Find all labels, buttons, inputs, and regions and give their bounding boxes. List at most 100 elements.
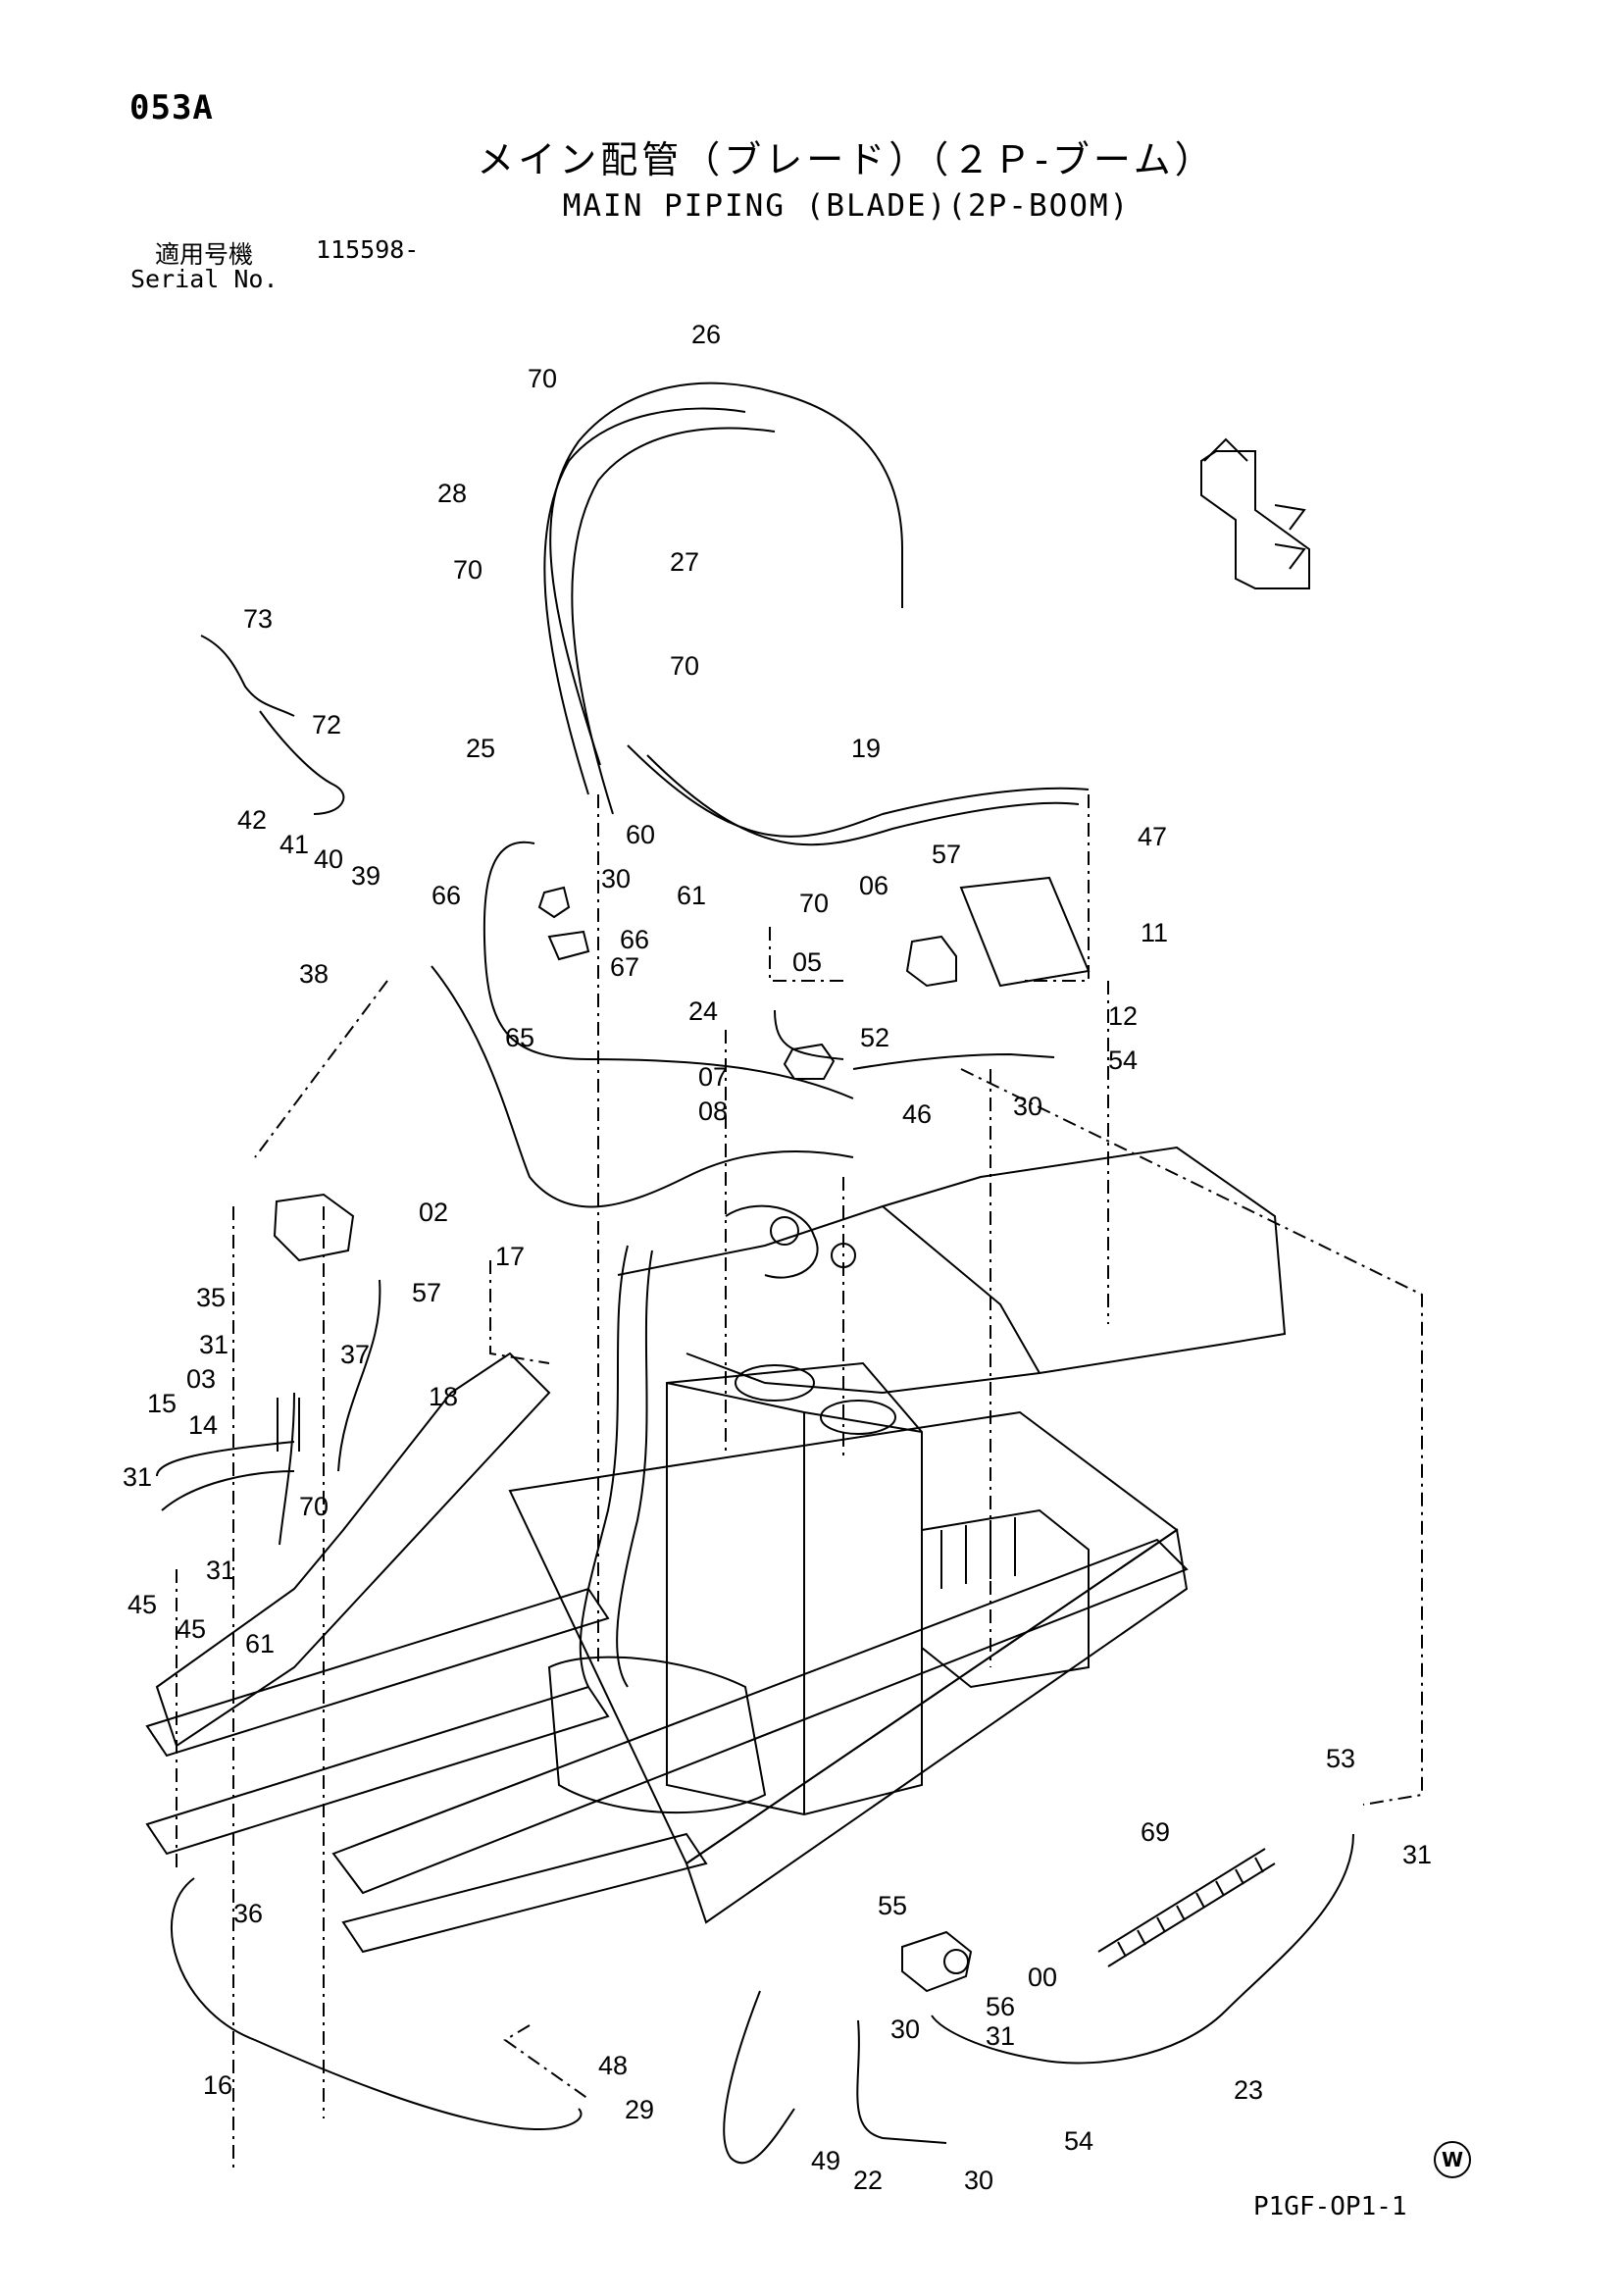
hose-15-b [161, 1470, 295, 1511]
tank-cap [735, 1364, 815, 1402]
callout-57: 57 [932, 840, 961, 869]
valve-07 [783, 1043, 836, 1080]
hose-loop-inner [543, 407, 746, 795]
title-japanese: メイン配管（ブレード）（２Ｐ-ブーム） [477, 138, 1216, 181]
hose-loop-inner-2 [571, 427, 776, 815]
callout-55: 55 [878, 1891, 907, 1920]
valve-02 [273, 1193, 355, 1262]
callout-60: 60 [626, 820, 655, 849]
callout-61: 61 [245, 1629, 275, 1658]
hose-72 [259, 710, 345, 815]
callout-73: 73 [243, 604, 273, 634]
callout-66: 66 [431, 881, 461, 910]
callout-16: 16 [203, 2070, 232, 2100]
page-code: 053A [129, 88, 214, 128]
serial-label-english: Serial No. [130, 265, 279, 293]
boom-pin-2 [831, 1243, 856, 1268]
callout-70: 70 [453, 555, 482, 585]
callout-29: 29 [625, 2095, 654, 2124]
hose-19-b [646, 754, 1080, 846]
hose-15 [156, 1441, 295, 1477]
frame-side-panel [155, 1352, 551, 1748]
hose-19 [627, 744, 1090, 838]
callout-31: 31 [206, 1556, 235, 1585]
hose-14 [277, 1398, 300, 1452]
hose-16 [170, 1877, 583, 2130]
callout-54: 54 [1064, 2126, 1093, 2156]
frame-crossbeam [685, 1528, 1189, 1924]
callout-65: 65 [505, 1023, 534, 1052]
callout-70: 70 [528, 364, 557, 393]
hose-to-54 [852, 1052, 1055, 1070]
hose-loop-outer [549, 382, 903, 766]
callout-53: 53 [1326, 1744, 1355, 1773]
callout-70: 70 [299, 1492, 329, 1521]
hose-73 [200, 635, 295, 717]
plate-11 [959, 876, 1091, 988]
callout-02: 02 [419, 1198, 448, 1227]
callout-56: 56 [986, 1992, 1015, 2021]
callout-27: 27 [670, 547, 699, 577]
callout-19: 19 [851, 734, 881, 763]
callout-08: 08 [698, 1097, 728, 1126]
serial-number: 115598- [316, 235, 420, 264]
frame-right-rail-2 [341, 1832, 708, 1954]
callout-31: 31 [123, 1462, 152, 1492]
frame-right-rail [331, 1538, 1189, 1895]
callout-30: 30 [890, 2015, 920, 2044]
linework [145, 382, 1423, 2168]
hose-18-b [279, 1392, 295, 1546]
frame-left-rail [145, 1587, 610, 1758]
callout-54: 54 [1108, 1046, 1138, 1075]
callout-12: 12 [1108, 1001, 1138, 1031]
callout-30: 30 [964, 2166, 993, 2195]
callout-06: 06 [859, 871, 888, 900]
hose-18-a [337, 1279, 381, 1472]
boom-outline [617, 1146, 1287, 1395]
callout-22: 22 [853, 2166, 883, 2195]
tank-body [666, 1361, 923, 1816]
callout-42: 42 [237, 805, 267, 835]
callout-14: 14 [188, 1410, 218, 1440]
pump-hoses [579, 1245, 629, 1688]
callout-30: 30 [1013, 1092, 1042, 1121]
callout-57: 57 [412, 1278, 441, 1307]
callout-23: 23 [1234, 2075, 1263, 2105]
callout-11: 11 [1141, 918, 1168, 947]
tank-cap-2 [820, 1400, 896, 1435]
callout-15: 15 [147, 1389, 177, 1418]
frame-left-rail-2 [145, 1685, 610, 1856]
fitting-66-67 [537, 886, 590, 961]
hose-22 [856, 2019, 947, 2144]
leader-dashed-3 [1020, 794, 1090, 982]
pump-hoses-2 [616, 1250, 653, 1688]
hose-17 [431, 965, 854, 1208]
callout-labels: 26 70 28 70 27 70 73 72 25 19 47 42 41 4… [123, 320, 1432, 2195]
title-english: MAIN PIPING (BLADE)(2P-BOOM) [562, 188, 1131, 224]
orientation-icon [1200, 450, 1310, 589]
callout-26: 26 [691, 320, 721, 349]
boom-bracket [725, 1204, 819, 1279]
callout-25: 25 [466, 734, 495, 763]
spiral-guard-69 [1097, 1848, 1276, 1967]
callout-66: 66 [620, 925, 649, 954]
callout-39: 39 [351, 861, 381, 891]
hose-23 [931, 1833, 1354, 2065]
leader-dashed-14 [489, 1260, 550, 1364]
callout-69: 69 [1141, 1817, 1170, 1847]
boom-pin [770, 1216, 799, 1246]
tank-top [666, 1382, 923, 1433]
callout-31: 31 [199, 1330, 228, 1359]
callout-48: 48 [598, 2051, 628, 2080]
pump-assembly [547, 1656, 767, 1814]
hose-25 [482, 841, 854, 1099]
callout-45: 45 [177, 1614, 206, 1644]
callout-70: 70 [670, 651, 699, 681]
w-mark: W [1434, 2141, 1471, 2178]
callout-36: 36 [233, 1899, 263, 1928]
callout-38: 38 [299, 959, 329, 989]
callout-37: 37 [340, 1340, 370, 1369]
leader-dashed-1 [254, 980, 388, 1158]
